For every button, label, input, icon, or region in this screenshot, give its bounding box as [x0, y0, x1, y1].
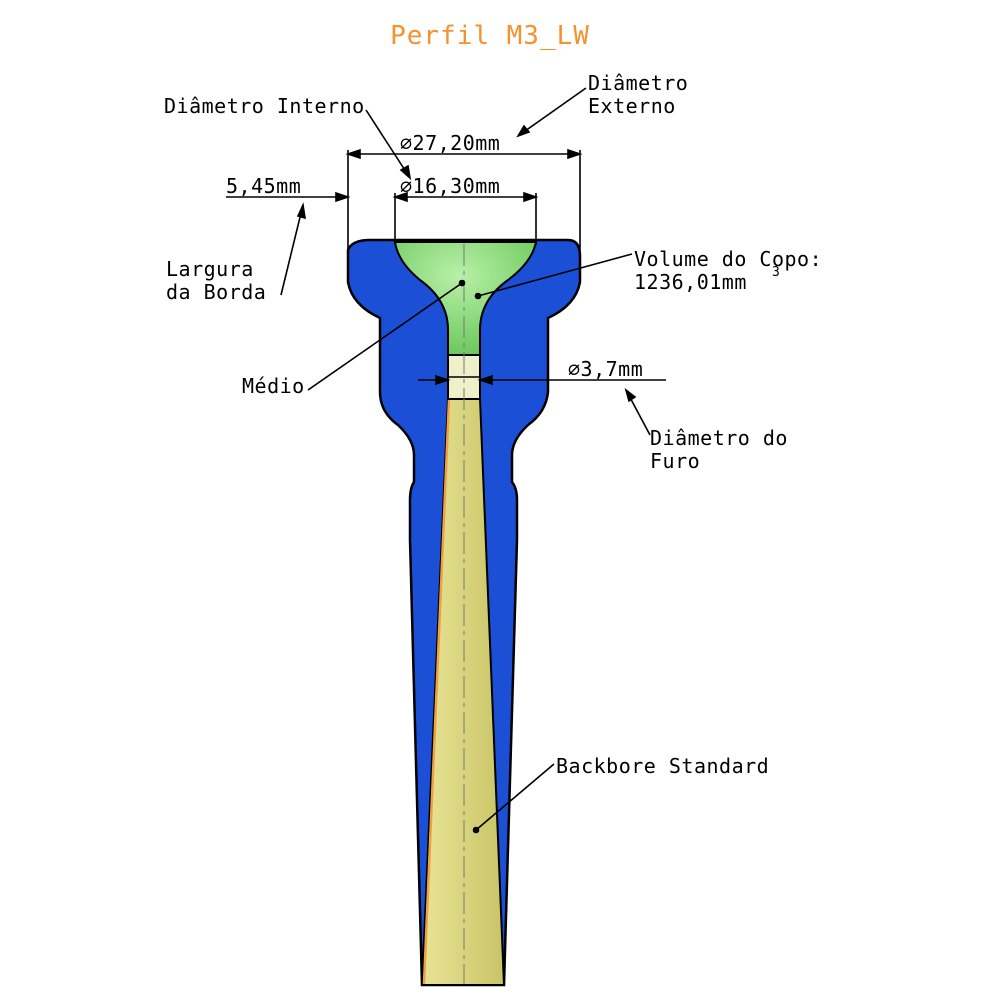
rim-width-label-2: da Borda — [166, 280, 266, 304]
medium-leader — [307, 279, 466, 391]
inner-diameter-dimension — [365, 109, 539, 245]
rim-width-value: 5,45mm — [226, 174, 301, 198]
inner-diameter-value: ⌀16,30mm — [400, 174, 500, 198]
cup-volume-value: 1236,01mm — [634, 270, 747, 294]
outer-diameter-value: ⌀27,20mm — [400, 131, 500, 155]
backbore-leader — [472, 763, 555, 834]
cup-volume-leader — [474, 253, 633, 300]
backbore-edge — [422, 399, 451, 985]
inner-diameter-label: Diâmetro Interno — [164, 94, 365, 118]
throat-diameter-value: ⌀3,7mm — [568, 357, 643, 381]
throat-diameter-label-2: Furo — [650, 449, 700, 473]
rim-width-dimension — [226, 191, 351, 296]
cup-volume-exponent: 3 — [772, 265, 780, 280]
medium-label: Médio — [242, 374, 305, 398]
rim-width-label: Largura — [166, 257, 254, 281]
outer-diameter-label-2: Externo — [588, 94, 676, 118]
throat-diameter-dimension — [418, 374, 666, 436]
outer-diameter-dimension — [345, 87, 587, 250]
throat-diameter-label: Diâmetro do — [650, 426, 788, 450]
outer-diameter-label: Diâmetro — [588, 71, 688, 95]
title: Perfil M3_LW — [390, 21, 590, 51]
backbore-label: Backbore Standard — [556, 754, 769, 778]
cup-volume-label: Volume do Copo: — [634, 247, 822, 271]
